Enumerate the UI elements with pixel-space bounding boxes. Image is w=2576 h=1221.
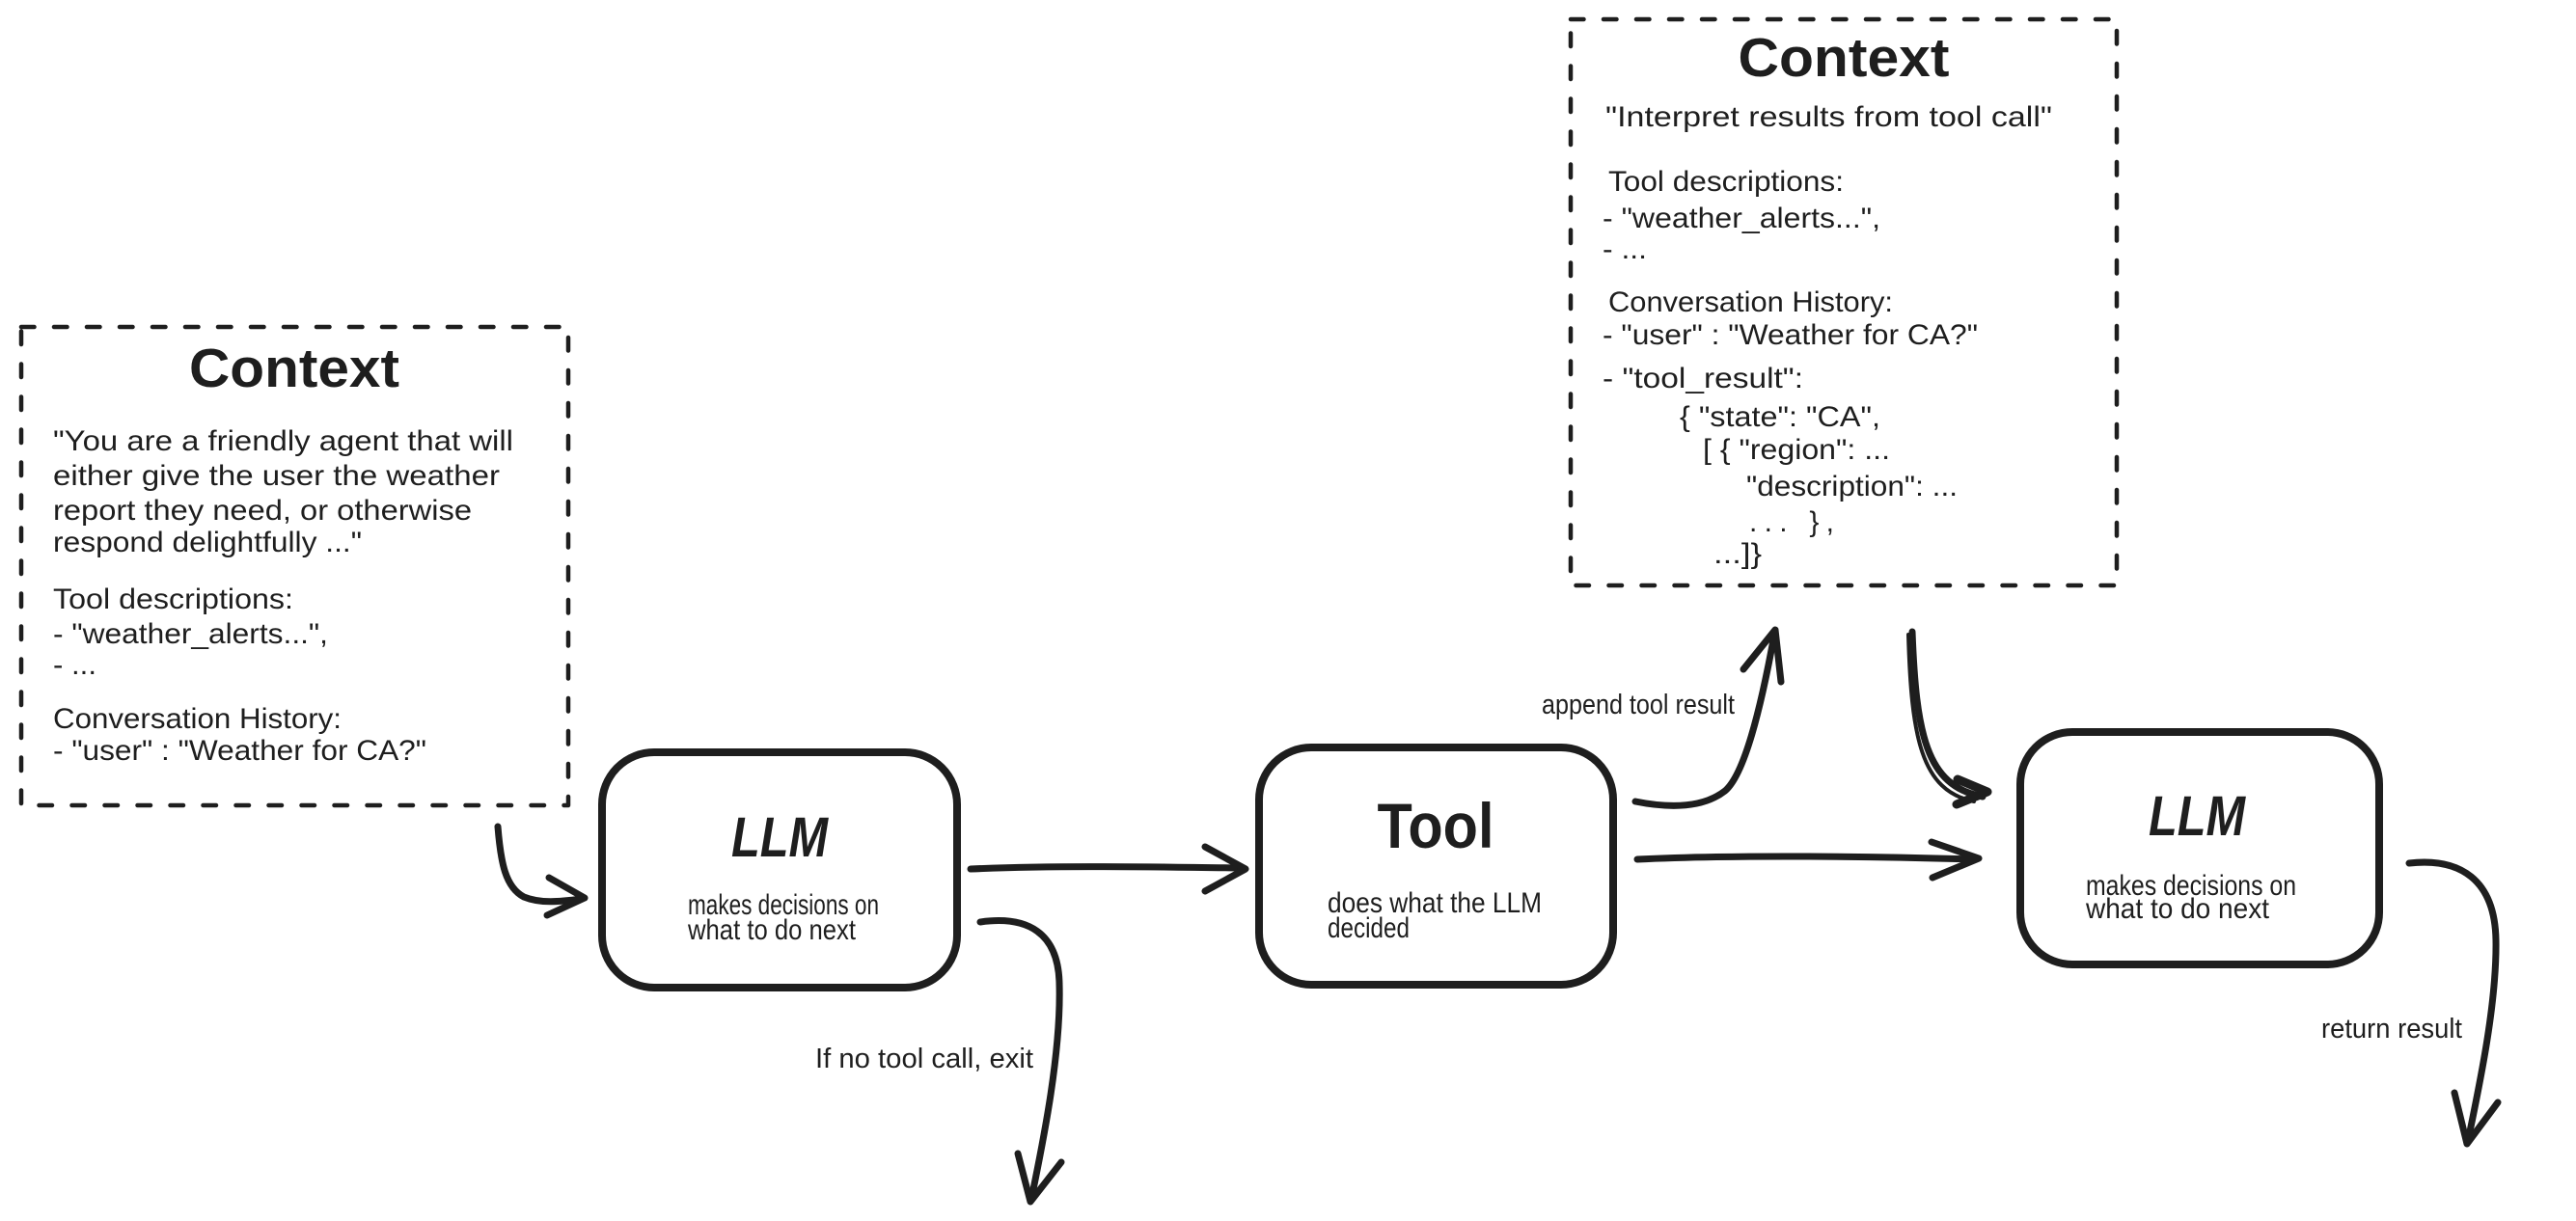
svg-text:Conversation History:: Conversation History: — [53, 703, 342, 735]
svg-text:{ "state": "CA",: { "state": "CA", — [1680, 401, 1880, 433]
svg-text:Conversation History:: Conversation History: — [1608, 286, 1893, 318]
svg-text:append tool result: append tool result — [1542, 690, 1735, 720]
svg-text:decided: decided — [1328, 912, 1410, 944]
svg-text:either give the user the weath: either give the user the weather — [53, 460, 500, 492]
svg-text:- "tool_result":: - "tool_result": — [1603, 363, 1803, 394]
svg-text:Tool descriptions:: Tool descriptions: — [53, 583, 293, 615]
svg-text:LLM: LLM — [731, 806, 829, 869]
svg-text:- ...: - ... — [53, 649, 96, 681]
svg-text:makes decisions on: makes decisions on — [2086, 870, 2296, 902]
svg-text:- "user" : "Weather for CA?": - "user" : "Weather for CA?" — [53, 735, 426, 767]
svg-text:Tool: Tool — [1378, 790, 1494, 861]
svg-text:respond delightfully ...": respond delightfully ..." — [53, 527, 362, 558]
svg-text:- "user" : "Weather for CA?": - "user" : "Weather for CA?" — [1603, 319, 1978, 351]
svg-text:...]}: ...]} — [1713, 538, 1762, 570]
svg-text:If no tool call, exit: If no tool call, exit — [815, 1044, 1033, 1074]
svg-text:Context: Context — [1739, 27, 1950, 89]
svg-text:[ { "region": ...: [ { "region": ... — [1703, 434, 1890, 466]
svg-text:does what the LLM: does what the LLM — [1328, 887, 1542, 919]
svg-text:"You are a friendly agent that: "You are a friendly agent that will — [53, 425, 513, 457]
svg-text:makes decisions on: makes decisions on — [688, 889, 879, 921]
svg-text:LLM: LLM — [2149, 785, 2246, 848]
svg-text:- ...: - ... — [1603, 233, 1647, 265]
svg-text:- "weather_alerts...",: - "weather_alerts...", — [1603, 203, 1880, 234]
svg-text:what to do next: what to do next — [687, 914, 856, 946]
svg-text:"description": ...: "description": ... — [1746, 471, 1958, 502]
svg-text:Context: Context — [189, 338, 399, 399]
svg-text:report they need, or otherwise: report they need, or otherwise — [53, 495, 472, 527]
svg-text:what to do next: what to do next — [2085, 893, 2270, 925]
svg-text:return result: return result — [2321, 1014, 2462, 1045]
svg-text:- "weather_alerts...",: - "weather_alerts...", — [53, 618, 328, 650]
svg-text:Tool descriptions:: Tool descriptions: — [1608, 166, 1844, 198]
svg-text:"Interpret results from tool c: "Interpret results from tool call" — [1605, 101, 2052, 133]
